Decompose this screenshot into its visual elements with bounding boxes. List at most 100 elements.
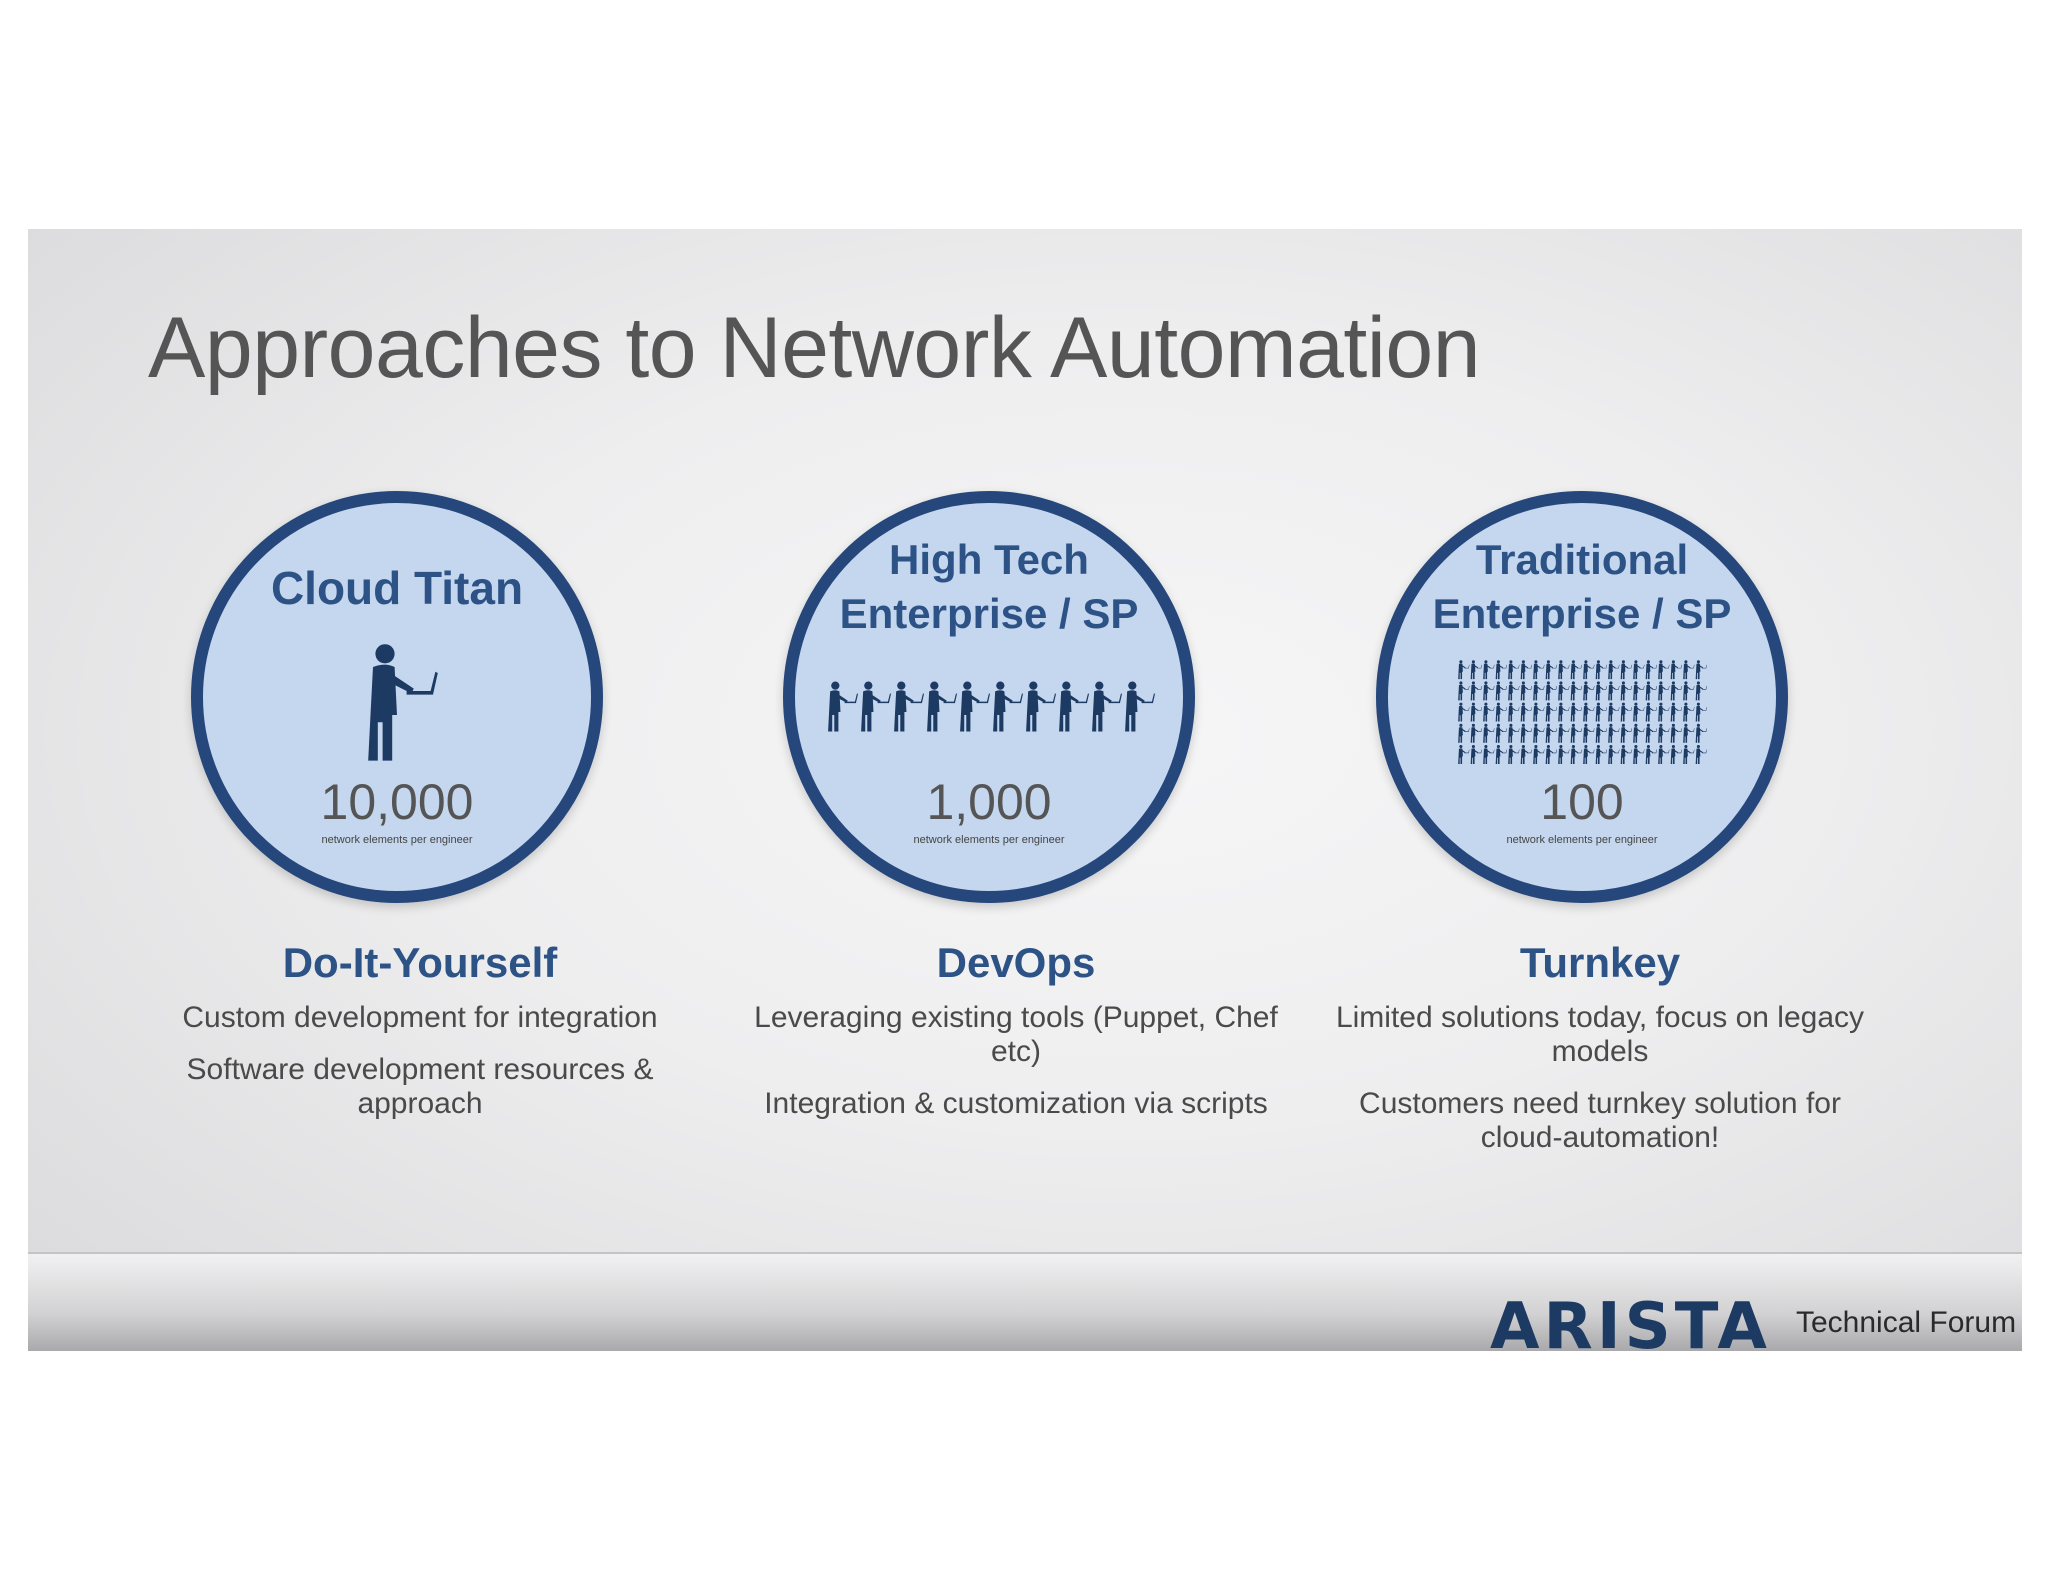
engineer-icon	[1470, 702, 1482, 722]
engineer-icon	[1508, 723, 1520, 743]
engineer-icon	[1608, 723, 1620, 743]
engineer-icon	[1695, 702, 1707, 722]
engineer-icon	[1658, 723, 1670, 743]
engineer-icon	[1558, 660, 1570, 680]
engineer-icon	[1570, 660, 1582, 680]
engineer-icon	[1595, 681, 1607, 701]
engineer-icon	[1458, 744, 1470, 764]
engineer-icon	[1125, 681, 1155, 732]
metric-caption: network elements per engineer	[321, 834, 473, 846]
engineer-icon	[1458, 681, 1470, 701]
engineer-icon	[1608, 702, 1620, 722]
engineer-icon	[1620, 660, 1632, 680]
engineer-icon	[1520, 744, 1532, 764]
circle-high-tech: High Tech Enterprise / SP 1,000 network …	[783, 491, 1195, 903]
engineer-icon	[1633, 660, 1645, 680]
approach-description-turnkey: Limited solutions today, focus on legacy…	[1320, 1001, 1880, 1173]
engineer-icon	[1633, 702, 1645, 722]
engineer-icon	[861, 681, 891, 732]
engineer-icon	[1545, 744, 1557, 764]
circle-traditional: Traditional Enterprise / SP 100 network …	[1376, 491, 1788, 903]
engineer-icon	[1670, 660, 1682, 680]
engineer-icon	[1670, 723, 1682, 743]
engineer-icon	[927, 681, 957, 732]
description-paragraph: Leveraging existing tools (Puppet, Chef …	[754, 1001, 1278, 1068]
arista-logo: ARISTA	[1490, 1290, 1771, 1351]
circle-heading-line2: Enterprise / SP	[1432, 590, 1732, 637]
engineer-icon	[1620, 744, 1632, 764]
engineer-icon	[1520, 702, 1532, 722]
engineer-icon	[1695, 660, 1707, 680]
engineer-icon	[1658, 681, 1670, 701]
engineer-icon	[1583, 723, 1595, 743]
engineer-icon	[1458, 660, 1470, 680]
approach-heading-diy: Do-It-Yourself	[282, 939, 558, 986]
engineer-icon	[1470, 681, 1482, 701]
engineer-icon	[1645, 702, 1657, 722]
engineer-icon	[1495, 660, 1507, 680]
footer-tagline: Technical Forum	[1796, 1306, 2017, 1339]
engineer-icon	[1533, 660, 1545, 680]
engineer-icon	[1558, 723, 1570, 743]
engineer-icon	[1683, 660, 1695, 680]
engineer-icon	[993, 681, 1023, 732]
engineer-icon	[1670, 744, 1682, 764]
description-paragraph: Customers need turnkey solution for clou…	[1359, 1087, 1841, 1154]
metric-value: 100	[1540, 774, 1624, 830]
engineer-icon	[1533, 702, 1545, 722]
engineer-icon	[828, 681, 858, 732]
engineer-figures	[828, 681, 1155, 732]
engineer-icon	[1620, 702, 1632, 722]
description-paragraph: Custom development for integration	[182, 1001, 658, 1034]
circle-cloud-titan: Cloud Titan 10,000 network elements per …	[191, 491, 603, 903]
engineer-icon	[1633, 723, 1645, 743]
engineer-icon	[1545, 702, 1557, 722]
engineer-icon	[1495, 681, 1507, 701]
engineer-icon	[1533, 723, 1545, 743]
engineer-icon	[1595, 660, 1607, 680]
engineer-icon	[1508, 681, 1520, 701]
approach-heading-turnkey: Turnkey	[1519, 939, 1681, 986]
engineer-icon	[1608, 744, 1620, 764]
metric-caption: network elements per engineer	[1506, 834, 1658, 846]
description-paragraph: Software development resources & approac…	[186, 1053, 654, 1120]
engineer-icon	[1533, 744, 1545, 764]
engineer-icon	[1595, 702, 1607, 722]
engineer-icon	[1570, 744, 1582, 764]
engineer-icon	[1470, 660, 1482, 680]
engineer-icon	[1570, 723, 1582, 743]
engineer-icon	[1645, 660, 1657, 680]
engineer-icon	[1620, 681, 1632, 701]
engineer-icon	[1695, 723, 1707, 743]
engineer-icon	[1508, 744, 1520, 764]
circle-heading-line1: Traditional	[1475, 536, 1689, 583]
engineer-icon	[1483, 723, 1495, 743]
engineer-icon	[1533, 681, 1545, 701]
engineer-icon	[1470, 723, 1482, 743]
engineer-icon	[1620, 723, 1632, 743]
engineer-icon	[1470, 744, 1482, 764]
slide-title: Approaches to Network Automation	[148, 300, 1481, 396]
engineer-icon	[1595, 744, 1607, 764]
engineer-icon	[1520, 723, 1532, 743]
engineer-icon	[368, 644, 438, 761]
engineer-icon	[1545, 723, 1557, 743]
engineer-icon	[1670, 702, 1682, 722]
metric-caption: network elements per engineer	[913, 834, 1065, 846]
engineer-icon	[1645, 744, 1657, 764]
engineer-icon	[1683, 723, 1695, 743]
engineer-icon	[1683, 702, 1695, 722]
description-paragraph: Integration & customization via scripts	[764, 1087, 1268, 1120]
engineer-icon	[1608, 681, 1620, 701]
engineer-icon	[1695, 681, 1707, 701]
approach-description-devops: Leveraging existing tools (Puppet, Chef …	[736, 1001, 1296, 1139]
engineer-icon	[1026, 681, 1056, 732]
engineer-icon	[1633, 681, 1645, 701]
engineer-icon	[1658, 660, 1670, 680]
engineer-icon	[1508, 660, 1520, 680]
engineer-figures	[1458, 660, 1707, 764]
engineer-icon	[1658, 744, 1670, 764]
engineer-icon	[1483, 702, 1495, 722]
description-paragraph: Limited solutions today, focus on legacy…	[1335, 1001, 1865, 1068]
footer-bar: ARISTA Technical Forum	[28, 1252, 2022, 1351]
